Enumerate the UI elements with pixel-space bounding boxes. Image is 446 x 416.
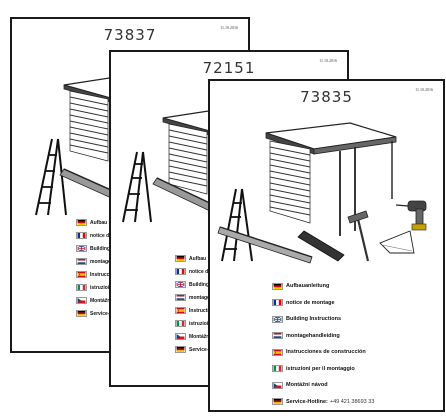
print-date: 11.10.2016 [415,87,433,92]
flag-es-icon [272,348,283,356]
language-item: montage [175,291,210,304]
flag-de-icon [272,398,283,406]
language-label: Instrucciones de construcción [286,349,366,356]
language-label: istruzioi [90,284,110,291]
print-date: 11.10.2016 [319,58,337,63]
flag-de-icon [175,255,186,262]
language-item: istruzioni per il montaggio [272,361,374,378]
language-item: Instrucc [76,268,112,281]
language-label: istruzioni per il montaggio [286,365,355,372]
language-label: notice de montage [286,299,335,306]
flag-it-icon [175,320,186,327]
language-item: Building Instructions [272,311,374,328]
manual-sheet-front: 73835 11.10.2016 [208,79,445,412]
language-label: notice de [90,232,112,239]
flag-fr-icon [76,232,87,239]
flag-it-icon [272,365,283,373]
language-item: Montážr [76,294,112,307]
language-label: Aufbau [189,255,207,262]
language-item: montagehandleiding [272,328,374,345]
flag-cz-icon [175,333,186,340]
article-number: 72151 [202,59,256,77]
language-item: Aufbauanleitung [272,278,374,295]
flag-gb-icon [76,245,87,252]
language-item: Building [76,242,112,255]
language-label: istruzioi [189,320,209,327]
language-label: Aufbau [90,219,108,226]
language-item: notice de montage [272,295,374,312]
language-list: Aufbau notice d Building montage Instruc… [175,252,210,356]
flag-gb-icon [272,315,283,323]
language-item: istruzioi [175,317,210,330]
language-label: Montážr [90,297,110,304]
flag-es-icon [76,271,87,278]
hotline-label: Service-Hotline: [286,398,328,405]
language-label: notice d [189,268,209,275]
flag-cz-icon [76,297,87,304]
language-label: montagehandleiding [286,332,340,339]
hotline-number: +49 421 38693 33 [329,398,375,405]
flag-de-icon [175,346,186,353]
language-label: Montážní návod [286,382,328,389]
flag-fr-icon [272,299,283,307]
print-date: 11.10.2016 [220,25,238,30]
language-label: montage [189,294,210,301]
language-label: Instrucc [90,271,110,278]
language-list: Aufbau notice de Building montage Instru… [76,216,112,320]
flag-es-icon [175,307,186,314]
language-item: Instrucciones de construcción [272,344,374,361]
language-item: Instructi [175,304,210,317]
flag-nl-icon [272,332,283,340]
flag-de-icon [76,219,87,226]
language-item: montage [76,255,112,268]
language-item: Service- [76,307,112,320]
article-number: 73835 [300,88,353,106]
language-label: Building [189,281,209,288]
flag-nl-icon [175,294,186,301]
language-list: Aufbauanleitung notice de montage Buildi… [272,278,374,410]
flag-nl-icon [76,258,87,265]
article-number: 73837 [103,26,157,44]
language-item: Service- [175,343,210,356]
language-label: Building Instructions [286,316,341,323]
language-item: notice d [175,265,210,278]
language-label: Service- [90,310,110,317]
flag-gb-icon [175,281,186,288]
service-hotline: Service-Hotline: +49 421 38693 33 [272,394,374,411]
language-item: notice de [76,229,112,242]
product-illustration [217,122,427,264]
flag-it-icon [76,284,87,291]
language-item: Aufbau [175,252,210,265]
language-item: Aufbau [76,216,112,229]
flag-de-icon [272,282,283,290]
language-item: Building [175,278,210,291]
language-label: montage [90,258,111,265]
flag-fr-icon [175,268,186,275]
flag-de-icon [76,310,87,317]
language-label: Montážr [189,333,209,340]
language-label: Service- [189,346,209,353]
language-label: Aufbauanleitung [286,283,330,290]
language-label: Instructi [189,307,209,314]
flag-cz-icon [272,381,283,389]
language-item: istruzioi [76,281,112,294]
language-label: Building [90,245,110,252]
language-item: Montážní návod [272,377,374,394]
language-item: Montážr [175,330,210,343]
